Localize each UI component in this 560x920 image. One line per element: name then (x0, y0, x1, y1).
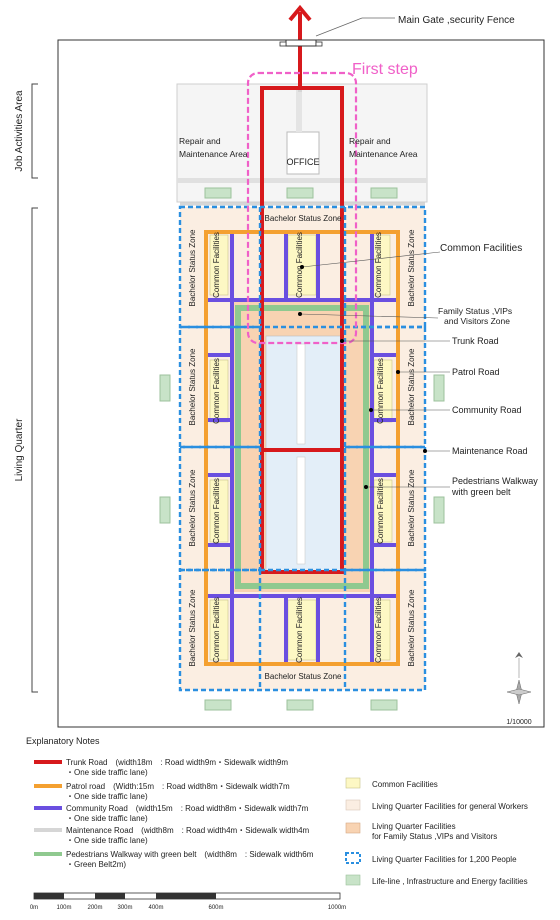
common-facilities-vertical: Common Facilities (212, 232, 221, 298)
callout-pedestrian-line1: Pedestrians Walkway (452, 476, 538, 486)
legend-community-line1: Community Road (width15m : Road width8m・… (66, 804, 309, 813)
bachelor-zone-vertical: Bachelor Status Zone (407, 348, 416, 425)
callout-common: Common Facilities (440, 243, 522, 254)
scale-tick: 100m (56, 905, 71, 911)
legend-maintenance-line1: Maintenance Road (width8m : Road width4m… (66, 826, 310, 835)
repair-left-line1: Repair and (179, 136, 221, 146)
scale-ratio: 1/10000 (506, 719, 531, 726)
office-building (286, 131, 320, 175)
scale-bar (33, 892, 341, 900)
gate-label: Main Gate ,security Fence (398, 15, 515, 26)
common-facilities-blocks (209, 234, 393, 661)
gate-leader (315, 17, 363, 37)
legend-general-swatch (345, 799, 361, 811)
north-arrow-icon (506, 652, 532, 705)
central-walk (296, 343, 306, 445)
legend-trunk-line1: Trunk Road (width18m : Road width9m・Side… (66, 758, 288, 767)
legend-patrol-line2: ・One side traffic lane) (66, 792, 148, 801)
job-area-road (177, 178, 427, 183)
legend-pedestrian-line1: Pedestrians Walkway with green belt (wid… (66, 850, 314, 859)
legend-family-line1: Living Quarter Facilities (372, 822, 456, 831)
job-activities-label: Job Activities Area (14, 90, 25, 172)
common-facilities-vertical: Common Facilities (374, 597, 383, 663)
bachelor-zone-vertical: Bachelor Status Zone (407, 469, 416, 546)
callout-family-line1: Family Status ,VIPs (438, 306, 512, 316)
legend-pedestrian-line2: ・Green Belt2m) (66, 860, 126, 869)
main-gate (285, 39, 317, 47)
common-facilities-vertical: Common Facilities (212, 478, 221, 544)
scale-tick: 400m (148, 905, 163, 911)
scale-tick: 0m (30, 905, 38, 911)
repair-right-line1: Repair and (349, 136, 391, 146)
legend-lifeline-swatch (345, 874, 361, 886)
common-facilities-vertical: Common Facilities (212, 358, 221, 424)
callout-community: Community Road (452, 405, 522, 415)
first-step-label: First step (352, 61, 418, 78)
common-facilities-vertical: Common Facilities (295, 597, 304, 663)
scale-tick: 600m (208, 905, 223, 911)
legend-lifeline-label: Life-line , Infrastructure and Energy fa… (372, 877, 528, 886)
legend-common-label: Common Facilities (372, 780, 438, 789)
office-access-road (296, 88, 302, 132)
legend-trunk-line2: ・One side traffic lane) (66, 768, 148, 777)
common-facilities-vertical: Common Facilities (374, 232, 383, 298)
legend-title: Explanatory Notes (26, 736, 100, 746)
callout-maintenance: Maintenance Road (452, 446, 528, 456)
side-brackets (31, 83, 38, 693)
legend-common-swatch (345, 777, 361, 789)
office-label: OFFICE (287, 157, 320, 167)
living-quarter-label: Living Quarter (14, 418, 25, 481)
scale-tick: 300m (117, 905, 132, 911)
gate-post (315, 41, 323, 47)
bachelor-zone-bottom: Bachelor Status Zone (265, 672, 342, 681)
legend-general-label: Living Quarter Facilities for general Wo… (372, 802, 528, 811)
legend-family-line2: for Family Status ,VIPs and Visitors (372, 832, 497, 841)
first-step-boundary (246, 71, 358, 345)
scale-tick: 1000m (328, 905, 346, 911)
common-facilities-vertical: Common Facilities (295, 232, 304, 298)
callout-leaders (299, 251, 450, 488)
entry-arrow (288, 4, 312, 22)
central-walk (296, 456, 306, 565)
common-facilities-vertical: Common Facilities (376, 358, 385, 424)
bachelor-zone-vertical: Bachelor Status Zone (188, 348, 197, 425)
trunk-road (260, 12, 344, 574)
bachelor-zone-vertical: Bachelor Status Zone (188, 229, 197, 306)
legend-people-label: Living Quarter Facilities for 1,200 Peop… (372, 855, 517, 864)
callout-dots (298, 265, 427, 489)
bachelor-zone-vertical: Bachelor Status Zone (407, 589, 416, 666)
callout-trunk: Trunk Road (452, 336, 499, 346)
repair-left-line2: Maintenance Area (179, 149, 248, 159)
bachelor-zone-vertical: Bachelor Status Zone (188, 589, 197, 666)
living-quarter-1200-blocks (178, 205, 427, 692)
lifeline-facility (204, 187, 232, 199)
common-facilities-vertical: Common Facilities (376, 478, 385, 544)
legend-people-swatch (345, 852, 361, 864)
repair-right-line2: Maintenance Area (349, 149, 418, 159)
lifeline-facility (370, 187, 398, 199)
callout-patrol: Patrol Road (452, 367, 500, 377)
bachelor-zone-top: Bachelor Status Zone (265, 214, 342, 223)
lifeline-facilities (159, 374, 445, 711)
legend-patrol-line1: Patrol road (Width:15m : Road width8m・Si… (66, 782, 290, 791)
callout-pedestrian-line2: with green belt (451, 487, 511, 497)
callout-family-line2: and Visitors Zone (444, 316, 510, 326)
legend-community-line2: ・One side traffic lane) (66, 814, 148, 823)
gate-post (279, 41, 287, 47)
legend-family-swatch (345, 822, 361, 834)
common-facilities-vertical: Common Facilities (212, 597, 221, 663)
bachelor-zone-vertical: Bachelor Status Zone (188, 469, 197, 546)
bachelor-zone-vertical: Bachelor Status Zone (407, 229, 416, 306)
scale-tick: 200m (87, 905, 102, 911)
lifeline-facility (286, 187, 314, 199)
legend-maintenance-line2: ・One side traffic lane) (66, 836, 148, 845)
